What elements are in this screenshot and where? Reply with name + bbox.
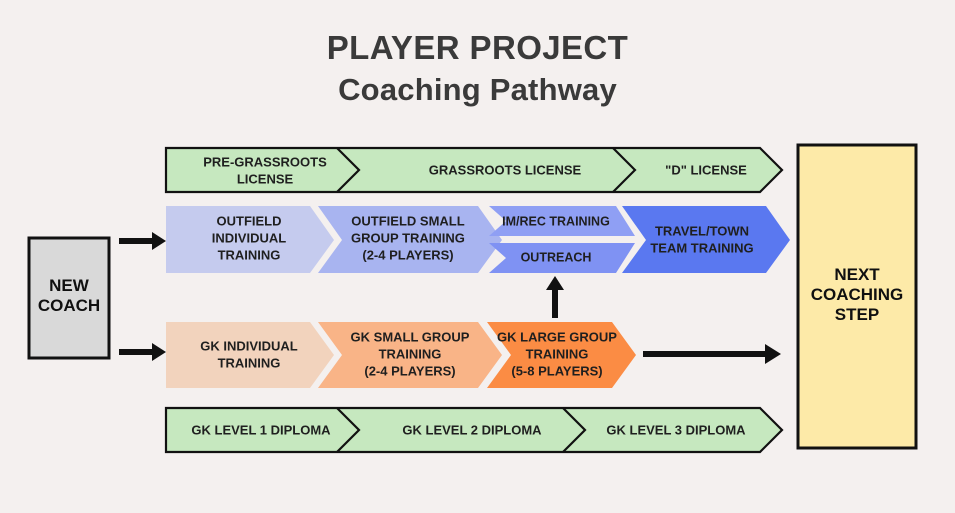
- outfield-step-individual: [166, 206, 334, 273]
- next-coaching-step-box[interactable]: [796, 143, 918, 450]
- gk-step-2-line-0: GK LARGE GROUP: [497, 329, 617, 344]
- arrow-gk-large-group-to-outreach: [546, 276, 564, 318]
- outfield-step-small-group: [318, 206, 502, 273]
- next-coaching-step-label: NEXT COACHING STEP: [798, 265, 916, 325]
- arrow-gk-to-next-step: [643, 344, 781, 364]
- next-step-label-line-2: COACHING: [810, 285, 904, 304]
- next-step-label-line-1: NEXT: [834, 265, 880, 284]
- diploma-step-1-line-0: GK LEVEL 2 DIPLOMA: [402, 422, 542, 437]
- gk-step-large-group: [487, 322, 636, 388]
- page-title: PLAYER PROJECT Coaching Pathway: [0, 28, 955, 110]
- outfield-step-4-line-1: TEAM TRAINING: [650, 240, 753, 255]
- diploma-step-0-line-0: GK LEVEL 1 DIPLOMA: [191, 422, 331, 437]
- license-divider-1: [336, 147, 361, 193]
- license-divider-2: [612, 147, 637, 193]
- diploma-band: [164, 406, 784, 454]
- outfield-step-0-line-0: OUTFIELD: [217, 213, 282, 228]
- title-line-1: PLAYER PROJECT: [326, 29, 629, 66]
- license-step-0-line-0: PRE-GRASSROOTS: [203, 154, 327, 169]
- new-coach-label-line-2: COACH: [37, 296, 101, 315]
- arrow-new-coach-to-outfield: [119, 232, 166, 250]
- license-step-2-line-0: "D" LICENSE: [665, 162, 747, 177]
- gk-step-0-line-1: TRAINING: [218, 355, 281, 370]
- gk-step-1-line-2: (2-4 PLAYERS): [364, 363, 455, 378]
- outfield-step-0-line-2: TRAINING: [218, 247, 281, 262]
- license-band: [164, 146, 784, 194]
- gk-step-2-line-1: TRAINING: [526, 346, 589, 361]
- outfield-step-3-line-0: OUTREACH: [521, 250, 592, 264]
- outfield-step-1-line-2: (2-4 PLAYERS): [362, 247, 453, 262]
- license-step-0-line-1: LICENSE: [237, 171, 294, 186]
- gk-step-1-line-1: TRAINING: [379, 346, 442, 361]
- next-step-label-line-3: STEP: [834, 305, 880, 324]
- license-step-1-line-0: GRASSROOTS LICENSE: [429, 162, 582, 177]
- row-outfield-training: OUTFIELD INDIVIDUAL TRAINING OUTFIELD SM…: [166, 206, 790, 273]
- diploma-divider-2: [562, 407, 587, 453]
- gk-step-2-line-2: (5-8 PLAYERS): [511, 363, 602, 378]
- new-coach-box[interactable]: [27, 236, 111, 360]
- outfield-step-2-line-0: IM/REC TRAINING: [502, 214, 610, 228]
- new-coach-label-line-1: NEW: [49, 276, 89, 295]
- row-gk-diploma: GK LEVEL 1 DIPLOMA GK LEVEL 2 DIPLOMA GK…: [164, 406, 784, 454]
- row-outfield-license: PRE-GRASSROOTS LICENSE GRASSROOTS LICENS…: [164, 146, 784, 194]
- outfield-step-0-line-1: INDIVIDUAL: [212, 230, 286, 245]
- outfield-step-4-line-0: TRAVEL/TOWN: [655, 223, 749, 238]
- outfield-step-im-rec: [489, 206, 635, 236]
- outfield-step-outreach: [489, 243, 635, 273]
- gk-step-individual: [166, 322, 334, 388]
- diploma-step-2-line-0: GK LEVEL 3 DIPLOMA: [606, 422, 746, 437]
- outfield-step-1-line-1: GROUP TRAINING: [351, 230, 465, 245]
- title-line-2: Coaching Pathway: [338, 72, 617, 107]
- gk-step-1-line-0: GK SMALL GROUP: [351, 329, 470, 344]
- new-coach-label: NEW COACH: [29, 276, 109, 316]
- outfield-step-1-line-0: OUTFIELD SMALL: [351, 213, 464, 228]
- row-gk-training: GK INDIVIDUAL TRAINING GK SMALL GROUP TR…: [166, 322, 636, 388]
- gk-step-small-group: [318, 322, 502, 388]
- diploma-divider-1: [336, 407, 361, 453]
- arrow-new-coach-to-gk: [119, 343, 166, 361]
- gk-step-0-line-0: GK INDIVIDUAL: [200, 338, 298, 353]
- outfield-step-travel-town: [622, 206, 790, 273]
